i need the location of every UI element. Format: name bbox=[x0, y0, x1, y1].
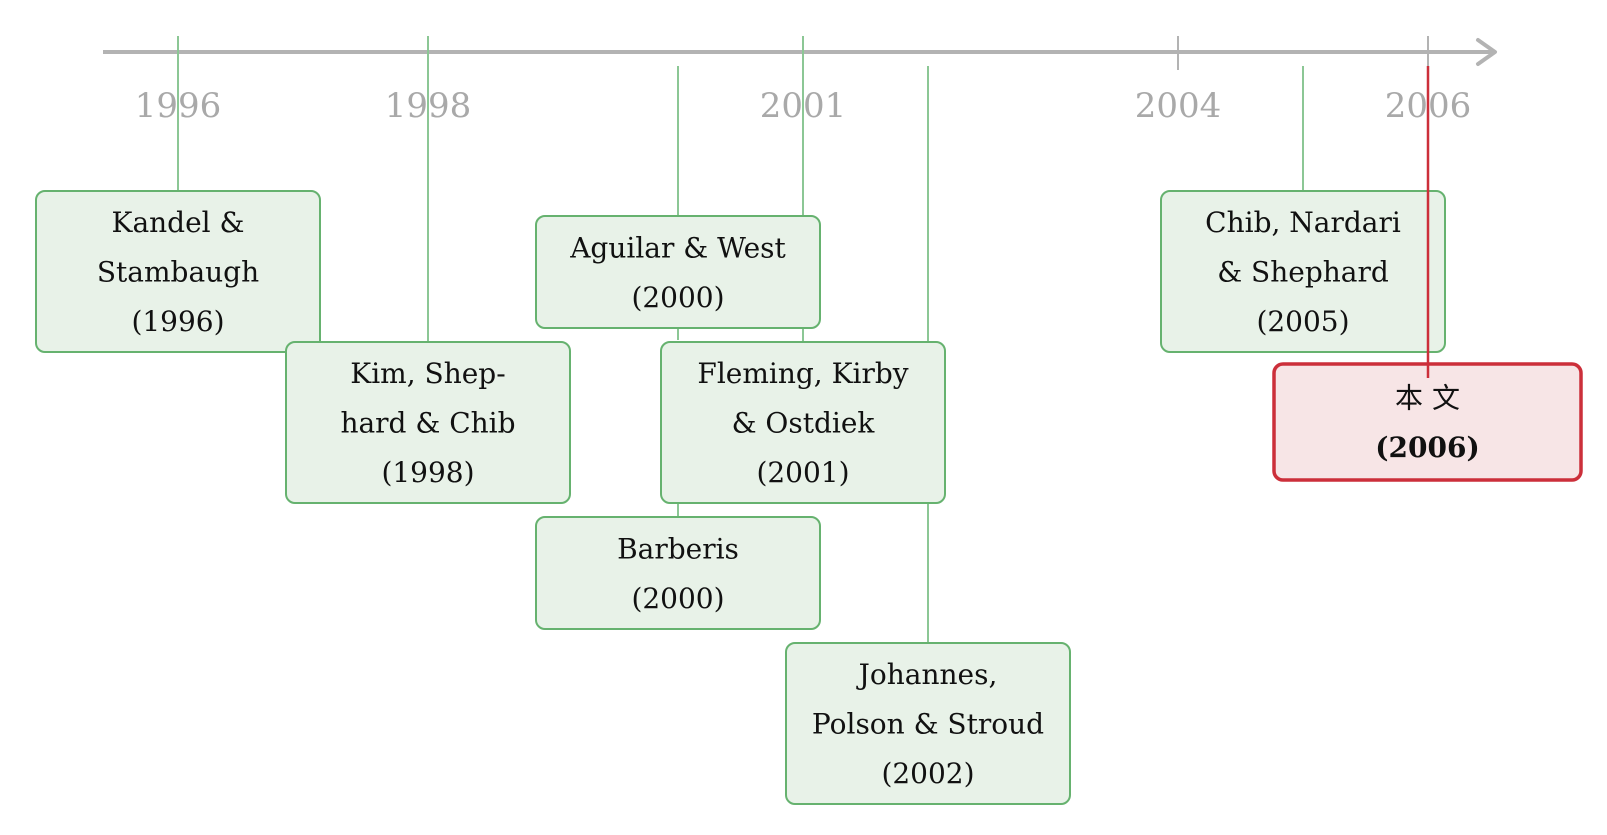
event-box-frame bbox=[785, 642, 1071, 805]
event-text-line: Chib, Nardari bbox=[1205, 206, 1401, 239]
event-text-line: (2002) bbox=[881, 757, 974, 790]
event-text-line: Kim, Shep- bbox=[350, 357, 505, 390]
event-text-line: Stambaugh bbox=[97, 256, 259, 289]
event-text-line: Kandel & bbox=[112, 206, 245, 239]
event-box-frame bbox=[660, 341, 946, 504]
event-box-this-paper: 本 文 (2006) bbox=[1272, 362, 1583, 482]
event-box-frame bbox=[535, 516, 821, 630]
event-box-frame bbox=[35, 190, 321, 353]
event-box-frame bbox=[285, 341, 571, 504]
event-text-line: (2000) bbox=[631, 281, 724, 314]
event-box-johannes-polson-stroud: Johannes, Polson & Stroud (2002) bbox=[785, 642, 1071, 805]
event-box-barberis: Barberis (2000) bbox=[535, 516, 821, 630]
event-box-chib-nardari-shephard: Chib, Nardari & Shephard (2005) bbox=[1160, 190, 1446, 353]
event-text-line: Barberis bbox=[617, 532, 739, 565]
event-text-line: hard & Chib bbox=[340, 407, 515, 440]
event-box-frame bbox=[535, 215, 821, 329]
event-text-line: Johannes, bbox=[856, 658, 998, 691]
year-label-2004: 2004 bbox=[1135, 86, 1222, 126]
event-text-line: Fleming, Kirby bbox=[697, 357, 908, 390]
event-text-line: 本 文 bbox=[1395, 381, 1460, 414]
event-text-line: (2006) bbox=[1375, 431, 1479, 464]
event-box-kandel-stambaugh: Kandel & Stambaugh (1996) bbox=[35, 190, 321, 353]
event-text-line: & Ostdiek bbox=[732, 407, 876, 440]
event-text-line: (2000) bbox=[631, 582, 724, 615]
event-box-frame bbox=[1160, 190, 1446, 353]
event-text-line: (2001) bbox=[756, 456, 849, 489]
event-box-aguilar-west: Aguilar & West (2000) bbox=[535, 215, 821, 329]
event-box-fleming-kirby-ostdiek: Fleming, Kirby & Ostdiek (2001) bbox=[660, 341, 946, 504]
event-text-line: (2005) bbox=[1256, 305, 1349, 338]
event-text-line: & Shephard bbox=[1217, 256, 1389, 289]
event-text-line: Aguilar & West bbox=[569, 231, 786, 264]
event-box-kim-shephard-chib: Kim, Shep-hard & Chib (1998) bbox=[285, 341, 571, 504]
event-text-line: (1996) bbox=[131, 305, 224, 338]
event-text-line: (1998) bbox=[381, 456, 474, 489]
event-boxes: Kandel & Stambaugh (1996) Kim, Shep-hard & … bbox=[35, 190, 1583, 805]
timeline-axis-arrowhead bbox=[1476, 38, 1497, 66]
event-text-line: Polson & Stroud bbox=[812, 708, 1044, 741]
